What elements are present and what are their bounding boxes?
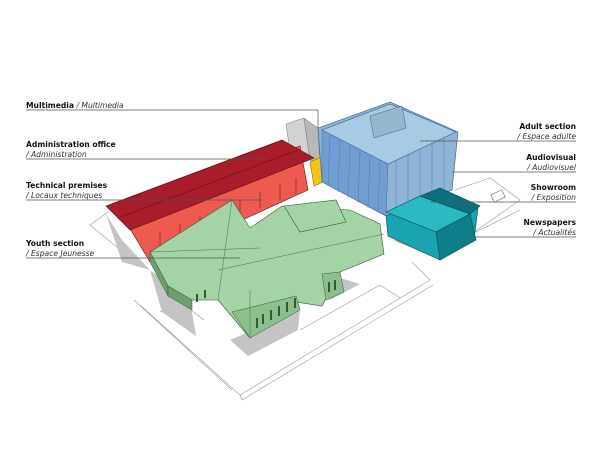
label-administration: Administration office / Administration (26, 140, 116, 159)
label-fr: Exposition (536, 192, 576, 202)
label-fr: Administration (30, 149, 87, 159)
label-fr: Locaux techniques (30, 190, 103, 200)
label-youth: Youth section / Espace Jeunesse (26, 239, 95, 258)
label-fr: Multimedia (81, 101, 124, 110)
label-en: Audiovisual (526, 153, 576, 162)
showroom-block (385, 187, 481, 261)
label-showroom: Showroom / Exposition (530, 183, 576, 202)
label-fr: Audiovisuel (532, 162, 576, 172)
label-en: Showroom (530, 183, 576, 192)
label-en: Administration office (26, 140, 116, 149)
label-newspapers: Newspapers / Actualités (523, 218, 576, 237)
label-fr: Espace Jeunesse (30, 248, 95, 258)
youth-block (149, 199, 385, 339)
label-en: Multimedia (26, 101, 75, 110)
label-en: Technical premises (26, 181, 108, 190)
label-multimedia: Multimedia / Multimedia (26, 101, 124, 110)
label-en: Newspapers (523, 218, 576, 227)
label-fr: Espace adulte (522, 131, 576, 141)
label-technical: Technical premises / Locaux techniques (26, 181, 108, 200)
administration-block (105, 139, 315, 263)
plaza-marker (490, 189, 506, 203)
label-audiovisual: Audiovisual / Audiovisuel (526, 153, 576, 172)
label-adult: Adult section / Espace adulte (517, 122, 576, 141)
label-en: Youth section (26, 239, 85, 248)
label-en: Adult section (519, 122, 576, 131)
adult-block (317, 101, 459, 217)
leader-lines (26, 109, 576, 259)
label-fr: Actualités (538, 227, 576, 237)
